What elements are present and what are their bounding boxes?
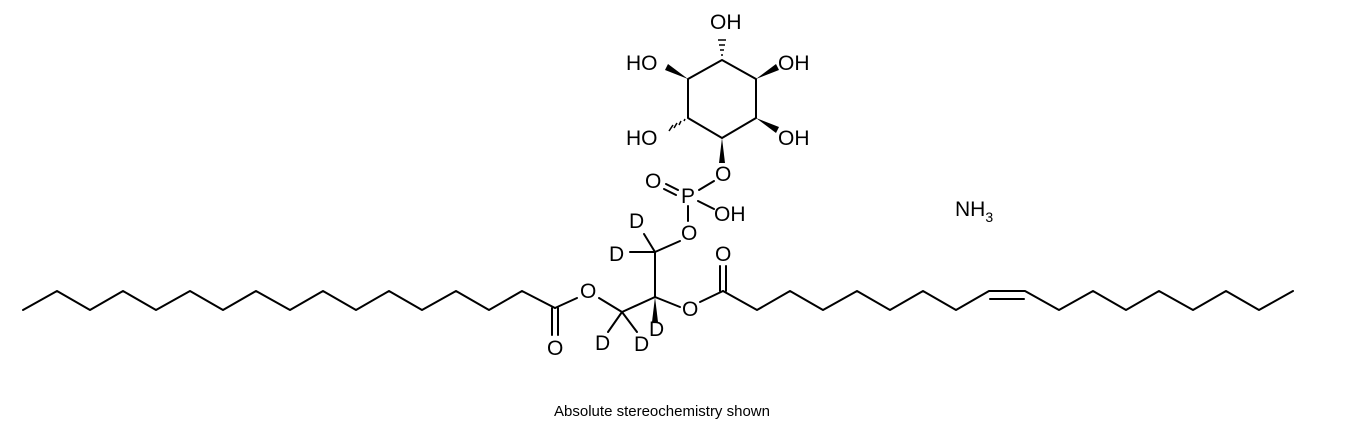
atom-oh-top: OH (710, 11, 742, 34)
ammonia-subscript: 3 (985, 209, 993, 225)
ammonia-main: NH (955, 198, 985, 221)
atom-ho-left-upper: HO (626, 52, 658, 75)
atom-oh-right-upper: OH (778, 52, 810, 75)
atom-o-p-glycerol: O (681, 222, 697, 245)
atom-d5: D (634, 333, 649, 356)
atom-d2: D (609, 243, 624, 266)
atom-ho-left-lower: HO (626, 127, 658, 150)
stereochemistry-caption: Absolute stereochemistry shown (554, 403, 770, 420)
oleoyl-chain (722, 290, 1294, 311)
atom-oh-p: OH (714, 203, 746, 226)
atom-o-ring-link: O (715, 163, 731, 186)
wedge-bonds (652, 64, 779, 322)
atom-p: P (681, 185, 695, 208)
atom-oh-right-lower: OH (778, 127, 810, 150)
atom-d4: D (595, 332, 610, 355)
inositol-ring (687, 59, 757, 139)
atom-d3: D (649, 318, 664, 341)
atom-o-carbonyl-left: O (547, 337, 563, 360)
atom-o-ester-right: O (682, 298, 698, 321)
hashed-bonds (668, 39, 726, 132)
atom-labels: OH HO OH HO OH O P O OH O D D D D D O O … (547, 11, 810, 360)
atom-o-double-p: O (645, 170, 661, 193)
palmitoyl-chain (22, 290, 556, 311)
ammonia-counterion: NH3 (955, 198, 993, 225)
backbone-bonds (551, 180, 1025, 336)
atom-d1: D (629, 210, 644, 233)
atom-o-ester-left: O (580, 280, 596, 303)
atom-o-carbonyl-right: O (715, 243, 731, 266)
